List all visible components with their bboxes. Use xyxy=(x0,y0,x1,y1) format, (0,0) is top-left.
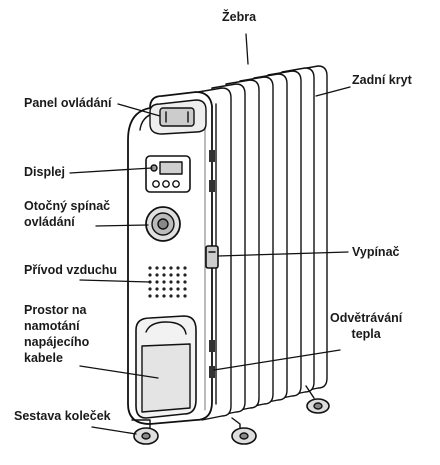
leader-odvetravani xyxy=(213,349,341,371)
label-odvetravani-line-2: tepla xyxy=(351,327,381,341)
label-otocny-line-2: ovládání xyxy=(24,215,75,229)
leader-zebra xyxy=(245,33,249,65)
label-otocny-spinac: Otočný spínač ovládání xyxy=(24,198,110,230)
label-prostor-line-3: napájecího xyxy=(24,335,90,349)
cord-storage xyxy=(135,315,197,419)
leader-privod xyxy=(79,279,151,283)
leader-otocny xyxy=(95,224,149,227)
power-switch xyxy=(205,245,219,269)
wheel-back-right xyxy=(305,385,330,414)
label-prostor-kabele: Prostor na namotání napájecího kabele xyxy=(24,302,89,366)
leader-prostor xyxy=(79,365,159,379)
leader-vypinac xyxy=(217,251,349,257)
label-panel-ovladani: Panel ovládání xyxy=(24,96,112,110)
label-prostor-line-2: namotání xyxy=(24,319,80,333)
leader-sestava xyxy=(91,426,137,435)
label-otocny-line-1: Otočný spínač xyxy=(24,199,111,213)
leader-lines xyxy=(69,33,351,435)
wheel-front-right xyxy=(231,417,257,445)
label-odvetravani-line-1: Odvětrávání xyxy=(330,311,403,325)
label-privod-vzduchu: Přívod vzduchu xyxy=(24,263,118,277)
air-intake-grille xyxy=(148,266,187,298)
label-zebra: Žebra xyxy=(222,10,257,24)
heat-vents xyxy=(209,150,215,378)
wheel-front-left xyxy=(131,419,159,445)
label-odvetravani-tepla: Odvětrávání tepla xyxy=(330,310,402,342)
leader-panel xyxy=(117,103,161,117)
label-vypinac: Vypínač xyxy=(352,245,400,259)
control-panel xyxy=(149,99,207,135)
label-prostor-line-4: kabele xyxy=(24,351,63,365)
control-knob xyxy=(145,206,181,242)
label-sestava-kolecek: Sestava koleček xyxy=(14,409,111,423)
label-zadni-kryt: Zadní kryt xyxy=(352,73,412,87)
leader-displej xyxy=(69,167,153,174)
display-unit xyxy=(145,155,191,193)
leader-zadni-kryt xyxy=(315,86,351,97)
label-displej: Displej xyxy=(24,165,65,179)
label-prostor-line-1: Prostor na xyxy=(24,303,87,317)
